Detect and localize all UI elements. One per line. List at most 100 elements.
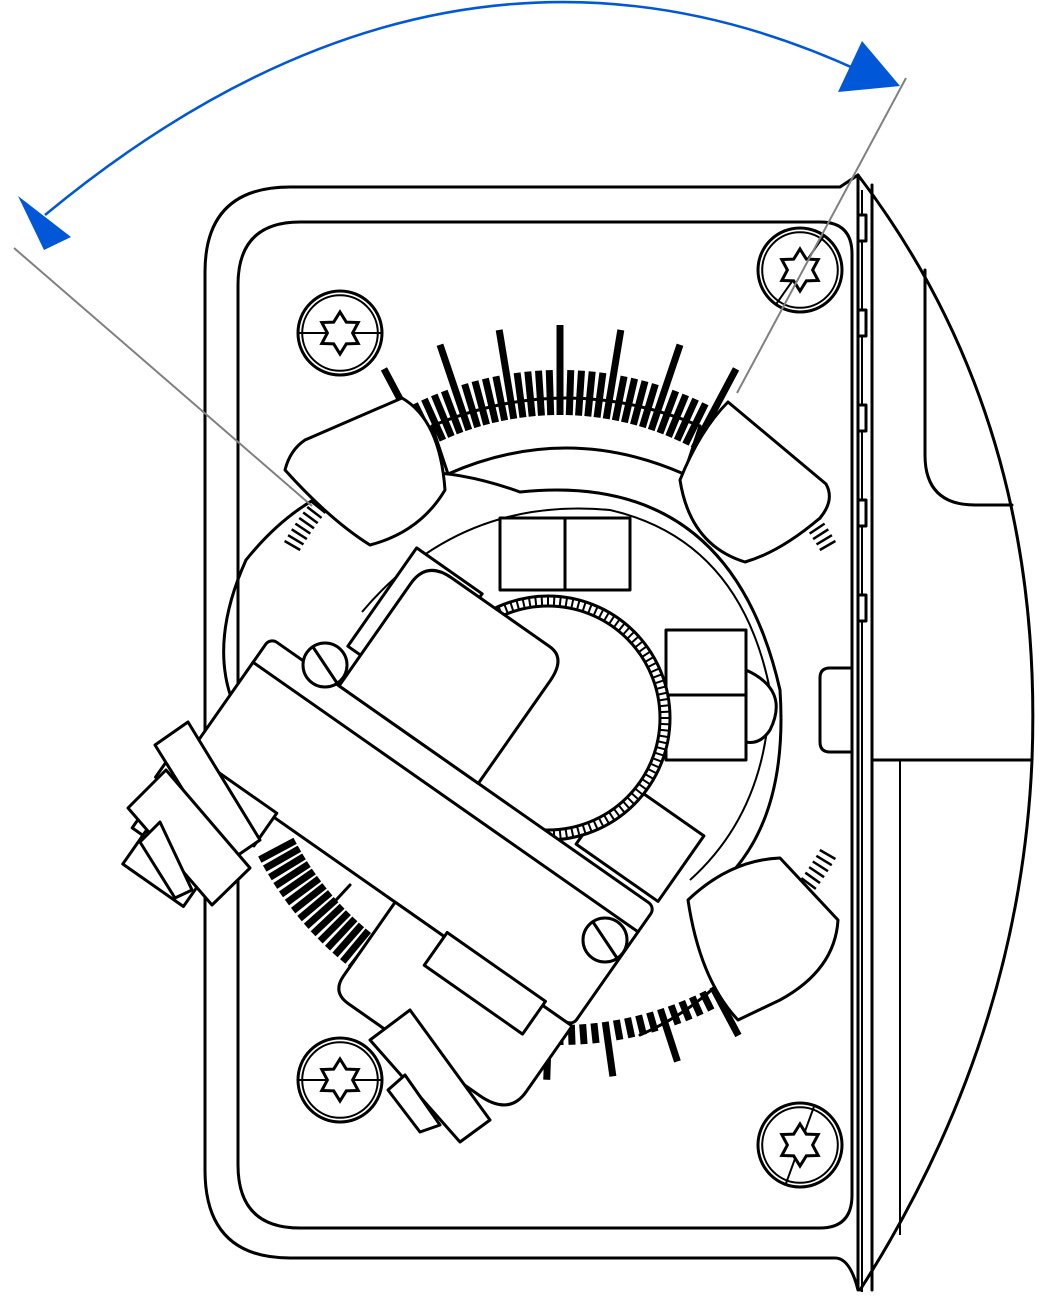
ring-tooth (279, 868, 316, 898)
knurl-tooth (581, 824, 587, 835)
knurl-tooth (558, 596, 562, 607)
rotation-arrow-icon (18, 0, 900, 250)
ring-tooth (579, 1023, 588, 1045)
ring-tooth (688, 995, 704, 1017)
knurl-tooth (647, 661, 658, 669)
ring-tooth (667, 1004, 682, 1026)
knurl-tooth (659, 704, 670, 708)
ring-tooth (639, 383, 659, 429)
knurl-tooth (613, 808, 621, 818)
knurl-tooth (503, 603, 509, 614)
ring-tooth (317, 910, 351, 944)
ring-tooth (812, 860, 829, 873)
knurl-tooth (564, 597, 569, 608)
knurl-tooth (644, 773, 655, 780)
knurl-tooth (617, 804, 626, 814)
torx-screw-icon (756, 226, 844, 314)
ring-tooth (290, 528, 308, 541)
knurl-tooth (515, 599, 520, 611)
ring-tooth (656, 389, 680, 435)
ring-tooth (324, 916, 358, 951)
knurl-tooth (552, 596, 556, 607)
ring-tooth (310, 903, 345, 937)
knurl-tooth (644, 656, 655, 663)
ring-tooth (590, 1022, 600, 1044)
base-plate (203, 173, 860, 1292)
knurl-tooth (603, 814, 610, 825)
ring-tooth (601, 1021, 617, 1077)
ring-tooth (612, 1019, 624, 1041)
ring-tooth (819, 539, 837, 552)
knurl-tooth (527, 597, 532, 608)
ring-tooth (273, 861, 311, 889)
ring-tooth (431, 393, 455, 438)
knurl-tooth (641, 650, 651, 658)
ring-tooth (630, 380, 649, 426)
knurl-tooth (657, 691, 668, 696)
knurl-tooth (613, 618, 621, 628)
ring-tooth (287, 534, 305, 546)
knurl-tooth (622, 800, 631, 810)
knurl-tooth (659, 710, 670, 714)
knurl-tooth (658, 734, 669, 739)
knurl-tooth (658, 697, 669, 702)
ring-tooth (461, 383, 481, 429)
knurl-tooth (570, 598, 575, 609)
knurl-tooth (521, 598, 526, 609)
knurl-tooth (655, 685, 667, 690)
ring-tooth (290, 883, 327, 914)
ring-tooth (524, 371, 536, 417)
ring-tooth (709, 985, 742, 1038)
ring-tooth (593, 372, 607, 418)
side-housing (856, 173, 1035, 1292)
ring-tooth (340, 928, 372, 964)
knurl-tooth (603, 611, 610, 622)
ring-tooth (294, 522, 312, 535)
knurl-tooth (655, 746, 667, 751)
knurl-tooth (540, 596, 544, 607)
knurl-tooth (630, 635, 640, 644)
knurl-tooth (608, 811, 616, 821)
knurl-tooth (576, 825, 581, 837)
ring-tooth (602, 329, 625, 420)
ring-tooth (481, 377, 499, 424)
ring-tooth (647, 343, 684, 432)
ring-tooth (812, 528, 830, 541)
ring-tooth (575, 370, 585, 416)
ring-tooth (297, 890, 333, 922)
ring-tooth (819, 848, 837, 861)
knurl-tooth (597, 608, 605, 619)
ring-tooth (815, 854, 833, 867)
knurl-tooth (657, 740, 668, 745)
ring-tooth (306, 506, 323, 519)
knurl-tooth (630, 792, 640, 801)
knurl-tooth (649, 762, 660, 769)
angle-reference-lines (13, 77, 907, 507)
knurl-tooth (638, 783, 648, 791)
ring-tooth (332, 922, 365, 958)
ring-tooth (584, 371, 596, 417)
knurl-tooth (626, 796, 635, 805)
ring-tooth (421, 397, 447, 442)
ring-tooth (298, 516, 315, 530)
knurl-tooth (659, 722, 670, 726)
ring-tooth (808, 866, 825, 879)
knurl-tooth (592, 819, 599, 830)
ring-tooth (440, 389, 464, 435)
ring-tooth (268, 853, 306, 881)
ring-tooth (804, 871, 821, 885)
knurl-tooth (534, 596, 538, 607)
ring-tooth (624, 1017, 636, 1039)
ring-tooth (800, 877, 817, 890)
ring-tooth (621, 377, 639, 424)
ring-tooth (262, 845, 302, 872)
knurl-tooth (649, 667, 660, 674)
ring-tooth (611, 375, 628, 422)
ring-tooth (635, 1014, 647, 1036)
clamp-nuts (126, 720, 492, 1144)
slotted-screw-icon (581, 916, 629, 964)
torx-screw-icon (756, 1101, 844, 1189)
ring-tooth (284, 875, 322, 906)
ring-tooth (535, 370, 545, 416)
